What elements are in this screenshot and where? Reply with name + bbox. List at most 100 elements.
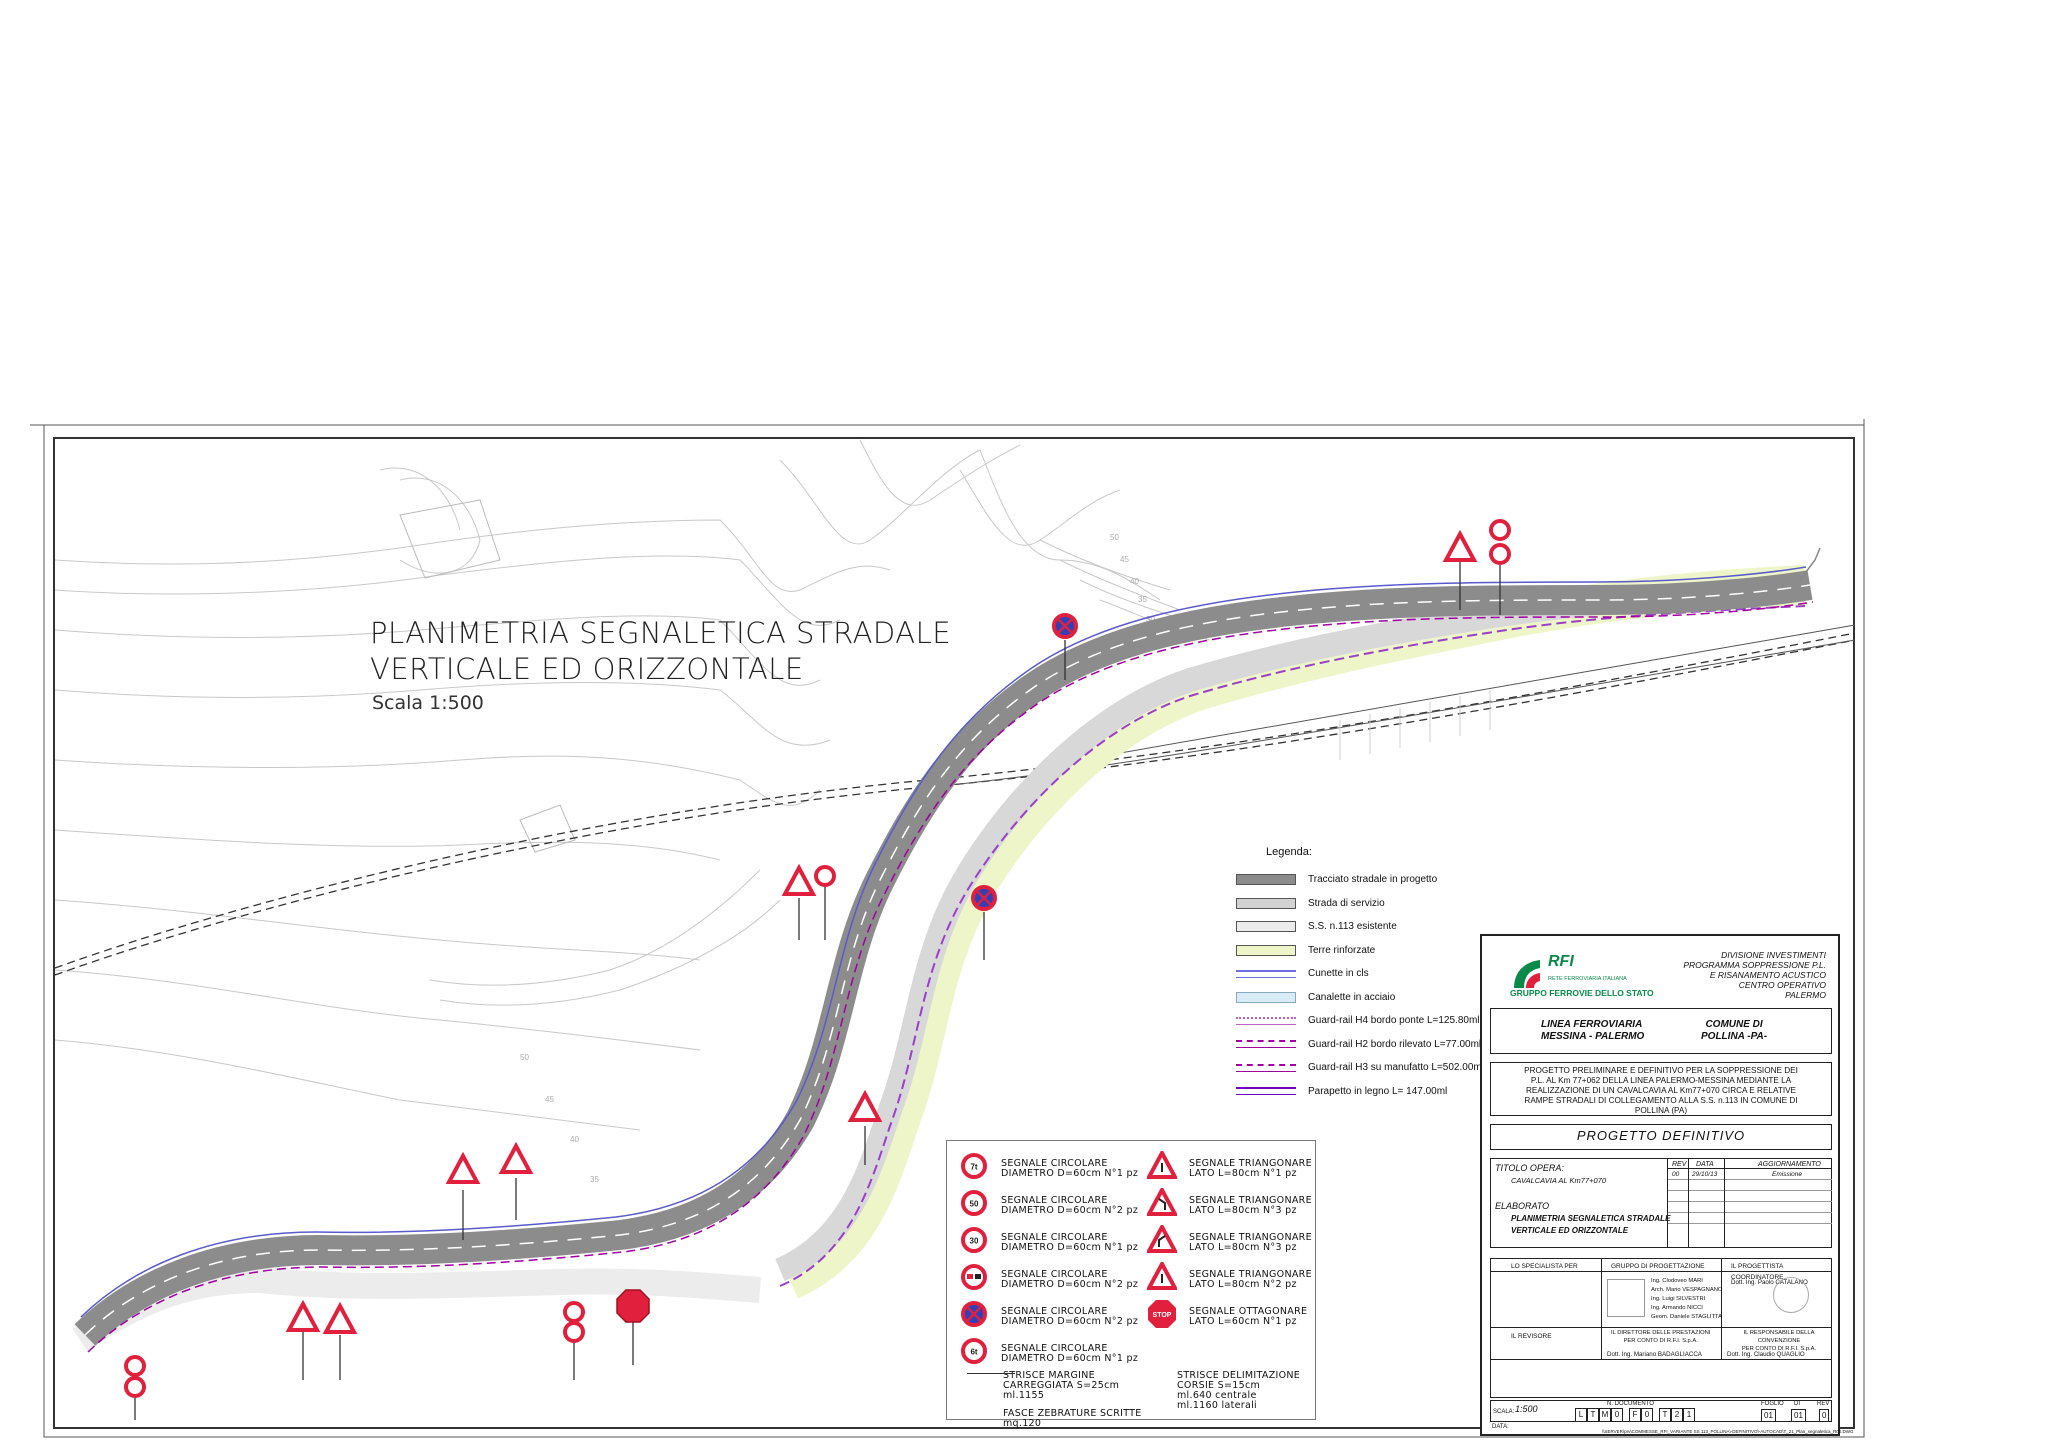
legend-item: Guard-rail H3 su manufatto L=502.00ml bbox=[1236, 1056, 1496, 1080]
building-outline bbox=[519, 804, 576, 853]
legend-title: Legenda: bbox=[1266, 846, 1312, 858]
legend-item: S.S. n.113 esistente bbox=[1236, 915, 1496, 939]
map-sign-triangle bbox=[322, 1301, 358, 1334]
map-sign-triangle bbox=[285, 1299, 321, 1332]
svg-text:STOP: STOP bbox=[1153, 1312, 1172, 1319]
legend-item: Terre rinforzate bbox=[1236, 939, 1496, 963]
legend-swatch bbox=[1236, 874, 1296, 886]
legend-item: Tracciato stradale in progetto bbox=[1236, 868, 1496, 892]
contour-label: 35 bbox=[1138, 595, 1147, 604]
map-sign-circle bbox=[124, 1376, 146, 1398]
legend-item: Guard-rail H2 bordo rilevato L=77.00ml bbox=[1236, 1033, 1496, 1057]
legend-label: Tracciato stradale in progetto bbox=[1308, 874, 1438, 886]
legend-swatch bbox=[1236, 944, 1296, 956]
inner-frame bbox=[53, 437, 1855, 1429]
map-sign-circle bbox=[1489, 519, 1511, 541]
map-sign-circle bbox=[563, 1321, 585, 1343]
legend-item: Canalette in acciaio bbox=[1236, 986, 1496, 1010]
sign-posts bbox=[134, 562, 1501, 1420]
legend-swatch bbox=[1236, 991, 1296, 1003]
legend-swatch bbox=[1236, 1087, 1296, 1096]
certification-logo-icon bbox=[1607, 1279, 1645, 1317]
road-sign-icon: 7t bbox=[959, 1151, 989, 1186]
legend-item: Guard-rail H4 bordo ponte L=125.80ml bbox=[1236, 1009, 1496, 1033]
road-sign-icon bbox=[1145, 1259, 1179, 1297]
road-sign-icon: 50 bbox=[959, 1188, 989, 1223]
map-sign-triangle bbox=[498, 1141, 534, 1174]
contour-label: 40 bbox=[1130, 577, 1139, 586]
title-block: RFI RETE FERROVIARIA ITALIANA GRUPPO FER… bbox=[1480, 934, 1854, 1436]
project-description: PROGETTO PRELIMINARE E DEFINITIVO PER LA… bbox=[1490, 1062, 1832, 1116]
map-sign-triangle bbox=[1442, 529, 1478, 562]
contour-label: 40 bbox=[570, 1135, 579, 1144]
contour-label: 30 bbox=[1146, 615, 1155, 624]
file-path: \\SERVER\prv\COMMESSE_RFI_VARIANTE SS 11… bbox=[1602, 1429, 1854, 1434]
map-sign-no-stopping bbox=[1052, 613, 1078, 639]
map-sign-no-stopping bbox=[971, 885, 997, 911]
legend-swatch bbox=[1236, 921, 1296, 933]
contour-label: 35 bbox=[590, 1175, 599, 1184]
guard-rail-h2 bbox=[87, 601, 1814, 1353]
legend-label: Guard-rail H2 bordo rilevato L=77.00ml bbox=[1308, 1038, 1482, 1050]
title-line-1: PLANIMETRIA SEGNALETICA STRADALE bbox=[370, 616, 952, 650]
legend-label: Canalette in acciaio bbox=[1308, 991, 1396, 1003]
doc-code-cell: L bbox=[1575, 1408, 1587, 1422]
stripes-delimitation: STRISCE DELIMITAZIONE CORSIE S=15cm ml.6… bbox=[1177, 1370, 1301, 1411]
map-sign-circle bbox=[124, 1355, 146, 1377]
rfi-wordmark: RFI bbox=[1548, 953, 1574, 970]
map-sign-triangle bbox=[781, 863, 817, 896]
road-sign-icon bbox=[1145, 1222, 1179, 1260]
svg-text:6t: 6t bbox=[970, 1348, 977, 1357]
doc-code-cell: 1 bbox=[1683, 1408, 1695, 1422]
road-sign-icon bbox=[959, 1299, 989, 1334]
doc-code-cell: T bbox=[1659, 1408, 1671, 1422]
signatures: LO SPECIALISTA PER GRUPPO DI PROGETTAZIO… bbox=[1490, 1258, 1832, 1398]
division-info: DIVISIONE INVESTIMENTI PROGRAMMA SOPPRES… bbox=[1683, 950, 1826, 1000]
legend-label: Parapetto in legno L= 147.00ml bbox=[1308, 1085, 1448, 1097]
legend-item: Strada di servizio bbox=[1236, 892, 1496, 916]
contour-label: 45 bbox=[545, 1095, 554, 1104]
svg-text:30: 30 bbox=[970, 1237, 979, 1246]
building-outline bbox=[399, 499, 501, 579]
legend-swatch bbox=[1236, 1016, 1296, 1025]
legend-label: Guard-rail H3 su manufatto L=502.00ml bbox=[1308, 1062, 1484, 1074]
road-sign-icon bbox=[1145, 1148, 1179, 1186]
doc-code-cell: F bbox=[1629, 1408, 1641, 1422]
doc-code-cell: 2 bbox=[1671, 1408, 1683, 1422]
doc-code-cell: 0 bbox=[1641, 1408, 1653, 1422]
map-sign-stop bbox=[616, 1289, 650, 1323]
svg-text:7t: 7t bbox=[970, 1163, 977, 1172]
revision-table: REV DATA AGGIORNAMENTO 00 29/10/13 Emiss… bbox=[1667, 1159, 1832, 1247]
legend-item: Parapetto in legno L= 147.00ml bbox=[1236, 1080, 1496, 1104]
doc-code-cell: T bbox=[1587, 1408, 1599, 1422]
title-line-2: VERTICALE ED ORIZZONTALE bbox=[370, 652, 804, 686]
stripe-sample bbox=[967, 1373, 1015, 1374]
legend-item: Cunette in cls bbox=[1236, 962, 1496, 986]
work-title: TITOLO OPERA: CAVALCAVIA AL Km77+070 ELA… bbox=[1490, 1158, 1832, 1248]
